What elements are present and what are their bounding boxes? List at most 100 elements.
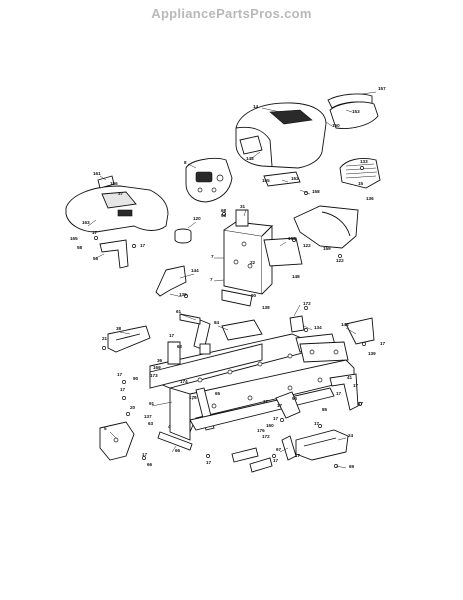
part-callout-133: 133 — [360, 159, 368, 164]
part-callout-17: 17 — [92, 230, 98, 235]
part-callout-4: 4 — [168, 424, 171, 429]
bracket-square[interactable] — [199, 343, 211, 355]
part-callout-172: 172 — [303, 301, 311, 306]
part-callout-68: 68 — [221, 208, 227, 213]
part-callout-120: 120 — [193, 216, 201, 221]
part-callout-36: 36 — [157, 358, 163, 363]
part-callout-176: 176 — [257, 428, 265, 433]
part-callout-69: 69 — [349, 464, 355, 469]
part-callout-161: 161 — [93, 171, 101, 176]
hood-pivot-bracket[interactable] — [289, 315, 305, 333]
part-callout-17: 17 — [273, 458, 279, 463]
part-callout-162: 162 — [288, 236, 296, 241]
part-callout-7: 7 — [210, 277, 213, 282]
part-callout-91: 91 — [149, 401, 155, 406]
dash-panel[interactable] — [185, 157, 233, 203]
rear-bracket[interactable] — [167, 341, 181, 365]
part-callout-56: 56 — [93, 256, 99, 261]
part-callout-17: 17 — [353, 383, 359, 388]
lever-arm[interactable] — [281, 435, 297, 461]
shield[interactable] — [99, 421, 135, 461]
part-callout-172: 172 — [262, 434, 270, 439]
front-bumper-mount[interactable] — [329, 373, 359, 411]
part-callout-159: 159 — [323, 246, 331, 251]
watermark: AppliancePartsPros.com — [151, 6, 312, 21]
part-callout-17: 17 — [380, 341, 386, 346]
part-callout-90: 90 — [251, 293, 257, 298]
part-callout-156: 156 — [110, 181, 118, 186]
fasteners — [94, 166, 366, 468]
lift-lever[interactable] — [155, 265, 187, 297]
mower-plate[interactable] — [221, 319, 263, 341]
part-callout-62: 62 — [177, 344, 183, 349]
grille[interactable] — [339, 157, 381, 189]
part-callout-22: 22 — [250, 260, 256, 265]
pivot-bar[interactable] — [179, 313, 211, 351]
part-callout-173: 173 — [150, 373, 158, 378]
part-callout-84: 84 — [214, 320, 220, 325]
part-callout-17: 17 — [142, 452, 148, 457]
part-callout-143: 143 — [341, 322, 349, 327]
part-callout-155: 155 — [262, 178, 270, 183]
hood[interactable] — [235, 102, 327, 169]
seat-pan-support[interactable] — [107, 325, 151, 353]
part-callout-37: 37 — [118, 191, 124, 196]
part-callout-31: 31 — [240, 204, 246, 209]
part-callout-38: 38 — [116, 326, 122, 331]
part-callout-175: 175 — [189, 395, 197, 400]
steering-support[interactable] — [223, 221, 273, 295]
grille-frame[interactable] — [329, 101, 379, 129]
part-callout-17: 17 — [358, 401, 364, 406]
part-callout-157: 157 — [378, 86, 386, 91]
step-plate[interactable] — [295, 429, 349, 461]
part-callout-17: 17 — [120, 387, 126, 392]
part-callout-8: 8 — [184, 160, 187, 165]
part-callout-58: 58 — [77, 245, 83, 250]
axle-tube[interactable] — [157, 431, 193, 451]
part-callout-163: 163 — [82, 220, 90, 225]
part-callout-41: 41 — [347, 375, 353, 380]
part-callout-169: 169 — [153, 365, 161, 370]
part-callout-17: 17 — [169, 333, 175, 338]
shift-bracket[interactable] — [275, 391, 301, 419]
part-callout-90: 90 — [133, 376, 139, 381]
part-callout-7: 7 — [211, 254, 214, 259]
part-callout-85: 85 — [322, 407, 328, 412]
link-rod[interactable] — [231, 447, 273, 473]
steering-gear-plate[interactable] — [299, 341, 349, 363]
dash-support[interactable] — [221, 289, 253, 307]
part-callout-17: 17 — [117, 372, 123, 377]
part-callout-17: 17 — [314, 421, 320, 426]
part-callout-17: 17 — [273, 416, 279, 421]
part-callout-148: 148 — [292, 274, 300, 279]
hood-base[interactable] — [293, 205, 359, 249]
part-callout-160: 160 — [266, 423, 274, 428]
fender[interactable] — [65, 175, 169, 233]
part-callout-53: 53 — [221, 213, 227, 218]
part-callout-134: 134 — [314, 325, 322, 330]
part-callout-138: 138 — [262, 305, 270, 310]
cowl-plate[interactable] — [263, 237, 303, 267]
part-callout-20: 20 — [130, 405, 136, 410]
part-callout-61: 61 — [176, 309, 182, 314]
part-callout-144: 144 — [191, 268, 199, 273]
part-callout-158: 158 — [312, 189, 320, 194]
part-callout-24: 24 — [348, 433, 354, 438]
leader-lines — [87, 91, 377, 469]
part-callout-66: 66 — [147, 462, 153, 467]
support-bracket[interactable] — [235, 209, 249, 227]
part-callout-174: 174 — [180, 379, 188, 384]
fuel-cap[interactable] — [174, 228, 192, 244]
part-callout-17: 17 — [140, 243, 146, 248]
part-callout-17: 17 — [336, 391, 342, 396]
seat-bracket[interactable] — [99, 239, 129, 269]
part-callout-66: 66 — [175, 448, 181, 453]
rear-pedal[interactable] — [345, 317, 375, 345]
part-callout-14: 14 — [253, 104, 259, 109]
part-callout-65: 65 — [215, 391, 221, 396]
headlight-lens[interactable] — [263, 171, 301, 187]
part-callout-148: 148 — [246, 156, 254, 161]
part-callout-165: 165 — [70, 236, 78, 241]
